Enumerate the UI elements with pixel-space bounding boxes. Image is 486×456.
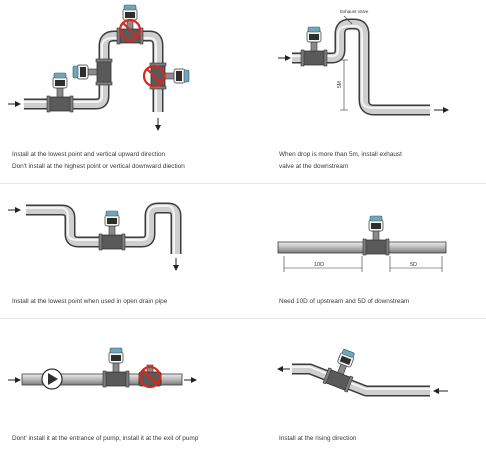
flowmeter-icon bbox=[46, 72, 74, 113]
diagram-p3 bbox=[8, 202, 182, 271]
diagram-p1 bbox=[8, 4, 190, 131]
diagram-p4: 10D 5D bbox=[277, 215, 447, 272]
caption-p1-line1: Install at the lowest point and vertical… bbox=[12, 151, 166, 158]
caption-p2-line1: When drop is more than 5m, install exhau… bbox=[279, 151, 402, 158]
caption-p2-line2: valve at the downstream bbox=[279, 163, 349, 170]
caption-p5-line1: Dont' install it at the entrance of pump… bbox=[12, 435, 199, 442]
flowmeter-icon bbox=[98, 210, 126, 251]
row-divider bbox=[0, 183, 486, 184]
flowmeter-icon bbox=[102, 347, 130, 388]
downstream-label: 5D bbox=[410, 262, 417, 268]
row-divider bbox=[0, 318, 486, 319]
caption-p1-line2: Don't install at the highest point or ve… bbox=[12, 163, 185, 170]
pipe bbox=[277, 241, 447, 254]
diagram-p6 bbox=[277, 345, 448, 397]
callout-line bbox=[343, 15, 353, 25]
caption-p3-line1: Install at the lowest point when used in… bbox=[12, 298, 168, 305]
caption-p4-line1: Need 10D of upstream and 5D of downstrea… bbox=[279, 298, 410, 305]
pump-icon bbox=[41, 368, 63, 390]
drop-height-label: 5M bbox=[337, 81, 343, 88]
caption-p6-line1: Install at the rising direction bbox=[279, 435, 357, 442]
exhaust-valve-label: Exhaust Valve bbox=[340, 9, 369, 14]
flowmeter-icon bbox=[300, 26, 328, 67]
flowmeter-icon bbox=[362, 215, 390, 256]
flowmeter-icon bbox=[72, 58, 113, 86]
diagram-p5 bbox=[8, 347, 197, 390]
pipe bbox=[21, 373, 183, 386]
upstream-label: 10D bbox=[314, 262, 324, 268]
diagram-p2: Exhaust Valve 5M bbox=[278, 9, 449, 116]
